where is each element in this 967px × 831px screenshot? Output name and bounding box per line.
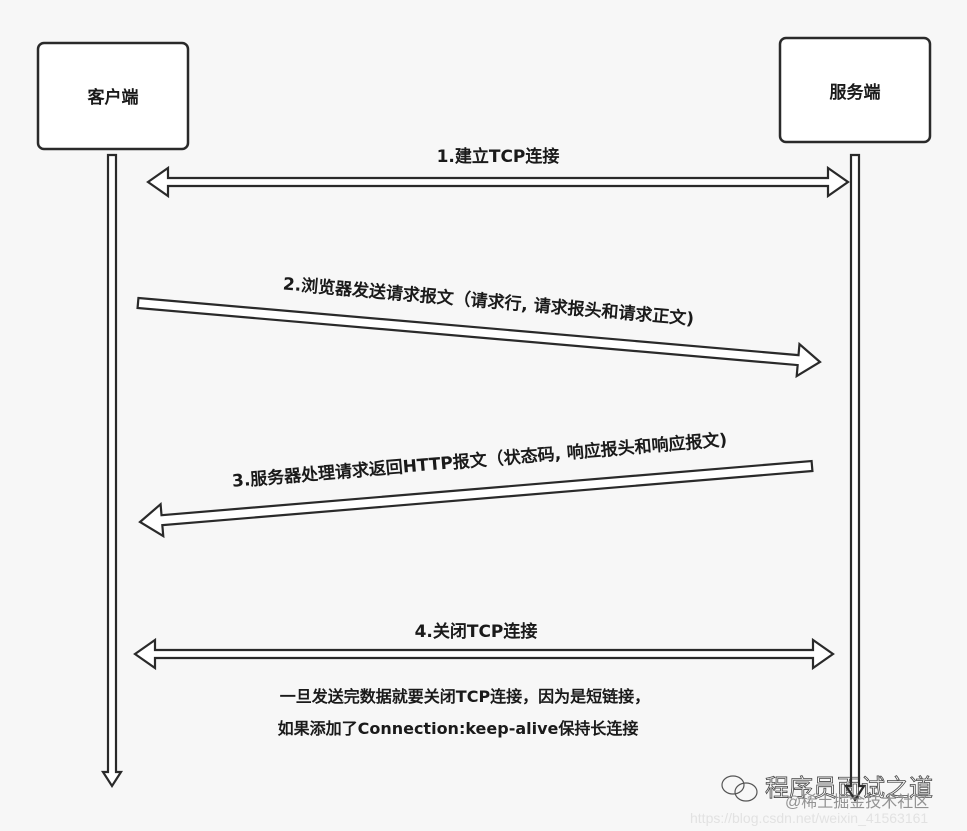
watermark-brand: 程序员面试之道 (765, 774, 933, 802)
client-label: 客户端 (87, 87, 139, 108)
watermark-url: https://blog.csdn.net/weixin_41563161 (690, 810, 928, 826)
message-1-label: 1.建立TCP连接 (437, 146, 560, 167)
note-line-1: 一旦发送完数据就要关闭TCP连接，因为是短链接， (280, 687, 650, 706)
wechat-icon (721, 775, 758, 802)
client-lifeline (100, 153, 124, 789)
server-label: 服务端 (830, 82, 881, 103)
watermark: 程序员面试之道 @稀土掘金技术社区 https://blog.csdn.net/… (690, 774, 933, 826)
server-lifeline (843, 153, 867, 803)
note-line-2: 如果添加了Connection:keep-alive保持长连接 (278, 719, 639, 738)
message-1-arrow (146, 165, 850, 199)
watermark-handle: @稀土掘金技术社区 (785, 793, 929, 811)
message-4-arrow (133, 637, 835, 671)
client-box: 客户端 (36, 41, 190, 151)
server-box: 服务端 (778, 36, 932, 144)
message-2-arrow (136, 296, 822, 379)
message-4-label: 4.关闭TCP连接 (415, 621, 538, 642)
message-3-arrow (138, 459, 814, 539)
